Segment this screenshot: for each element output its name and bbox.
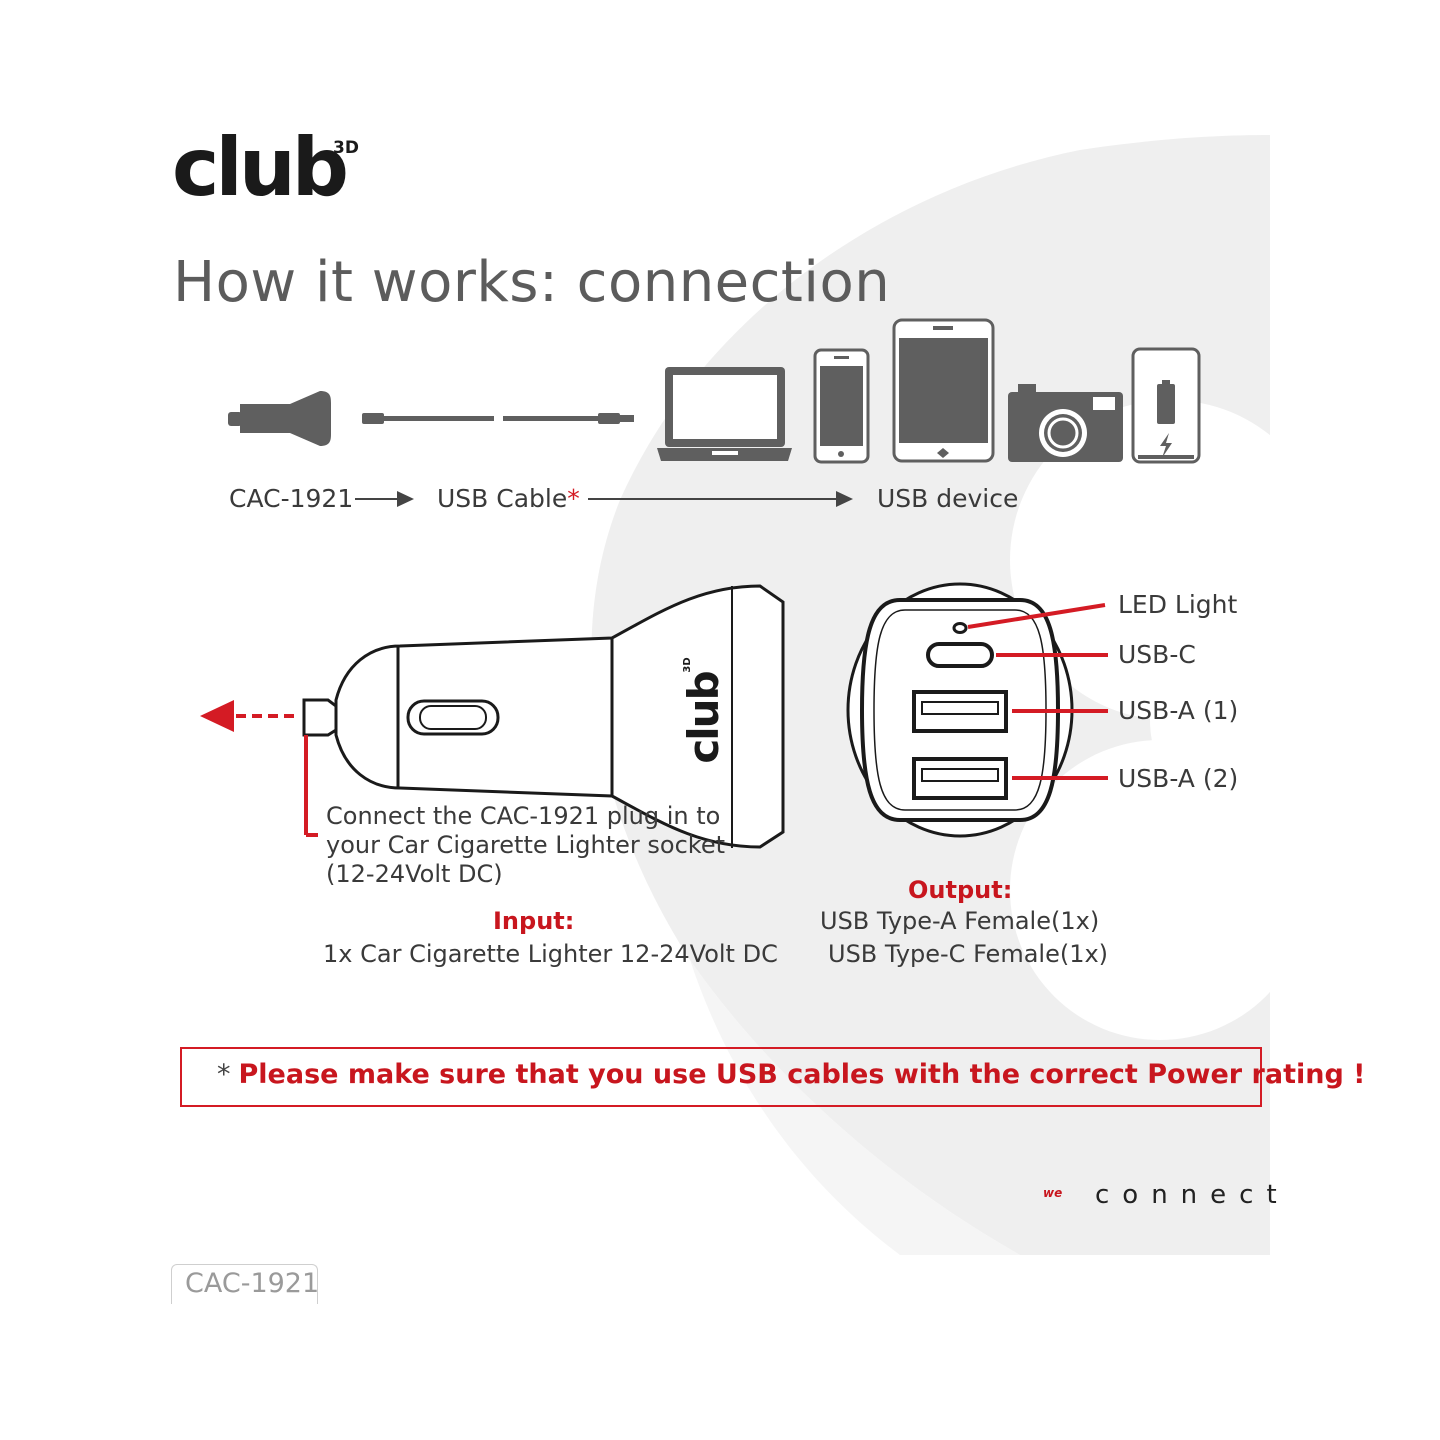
warning-asterisk: * [217, 1059, 231, 1090]
output-label: Output: [908, 876, 1013, 904]
warning-box [180, 1047, 1262, 1107]
label-usb-a1: USB-A (1) [1118, 696, 1239, 725]
model-tab [171, 1264, 318, 1304]
label-led-light: LED Light [1118, 590, 1238, 619]
output-line-2: USB Type-C Female(1x) [828, 940, 1109, 968]
flow-step-device: USB device [877, 484, 1019, 513]
model-number: CAC-1921 [185, 1268, 320, 1299]
flow-step-charger: CAC-1921 [229, 484, 354, 513]
warning-text: *Please make sure that you use USB cable… [217, 1059, 1366, 1090]
brand-prefix: we [1043, 1186, 1063, 1200]
label-usb-c: USB-C [1118, 640, 1196, 669]
label-usb-a2: USB-A (2) [1118, 764, 1239, 793]
page-title: How it works: connection [173, 250, 891, 315]
brand-connect: connect [1095, 1180, 1290, 1210]
instruction-text: Connect the CAC-1921 plug in to your Car… [326, 802, 725, 888]
input-value: 1x Car Cigarette Lighter 12-24Volt DC [323, 940, 778, 968]
output-line-1: USB Type-A Female(1x) [820, 907, 1100, 935]
logo: club [172, 121, 349, 214]
logo-superscript: 3D [333, 138, 359, 158]
input-label: Input: [493, 907, 575, 935]
flow-step-cable: USB Cable* [437, 484, 580, 513]
asterisk: * [567, 484, 580, 513]
